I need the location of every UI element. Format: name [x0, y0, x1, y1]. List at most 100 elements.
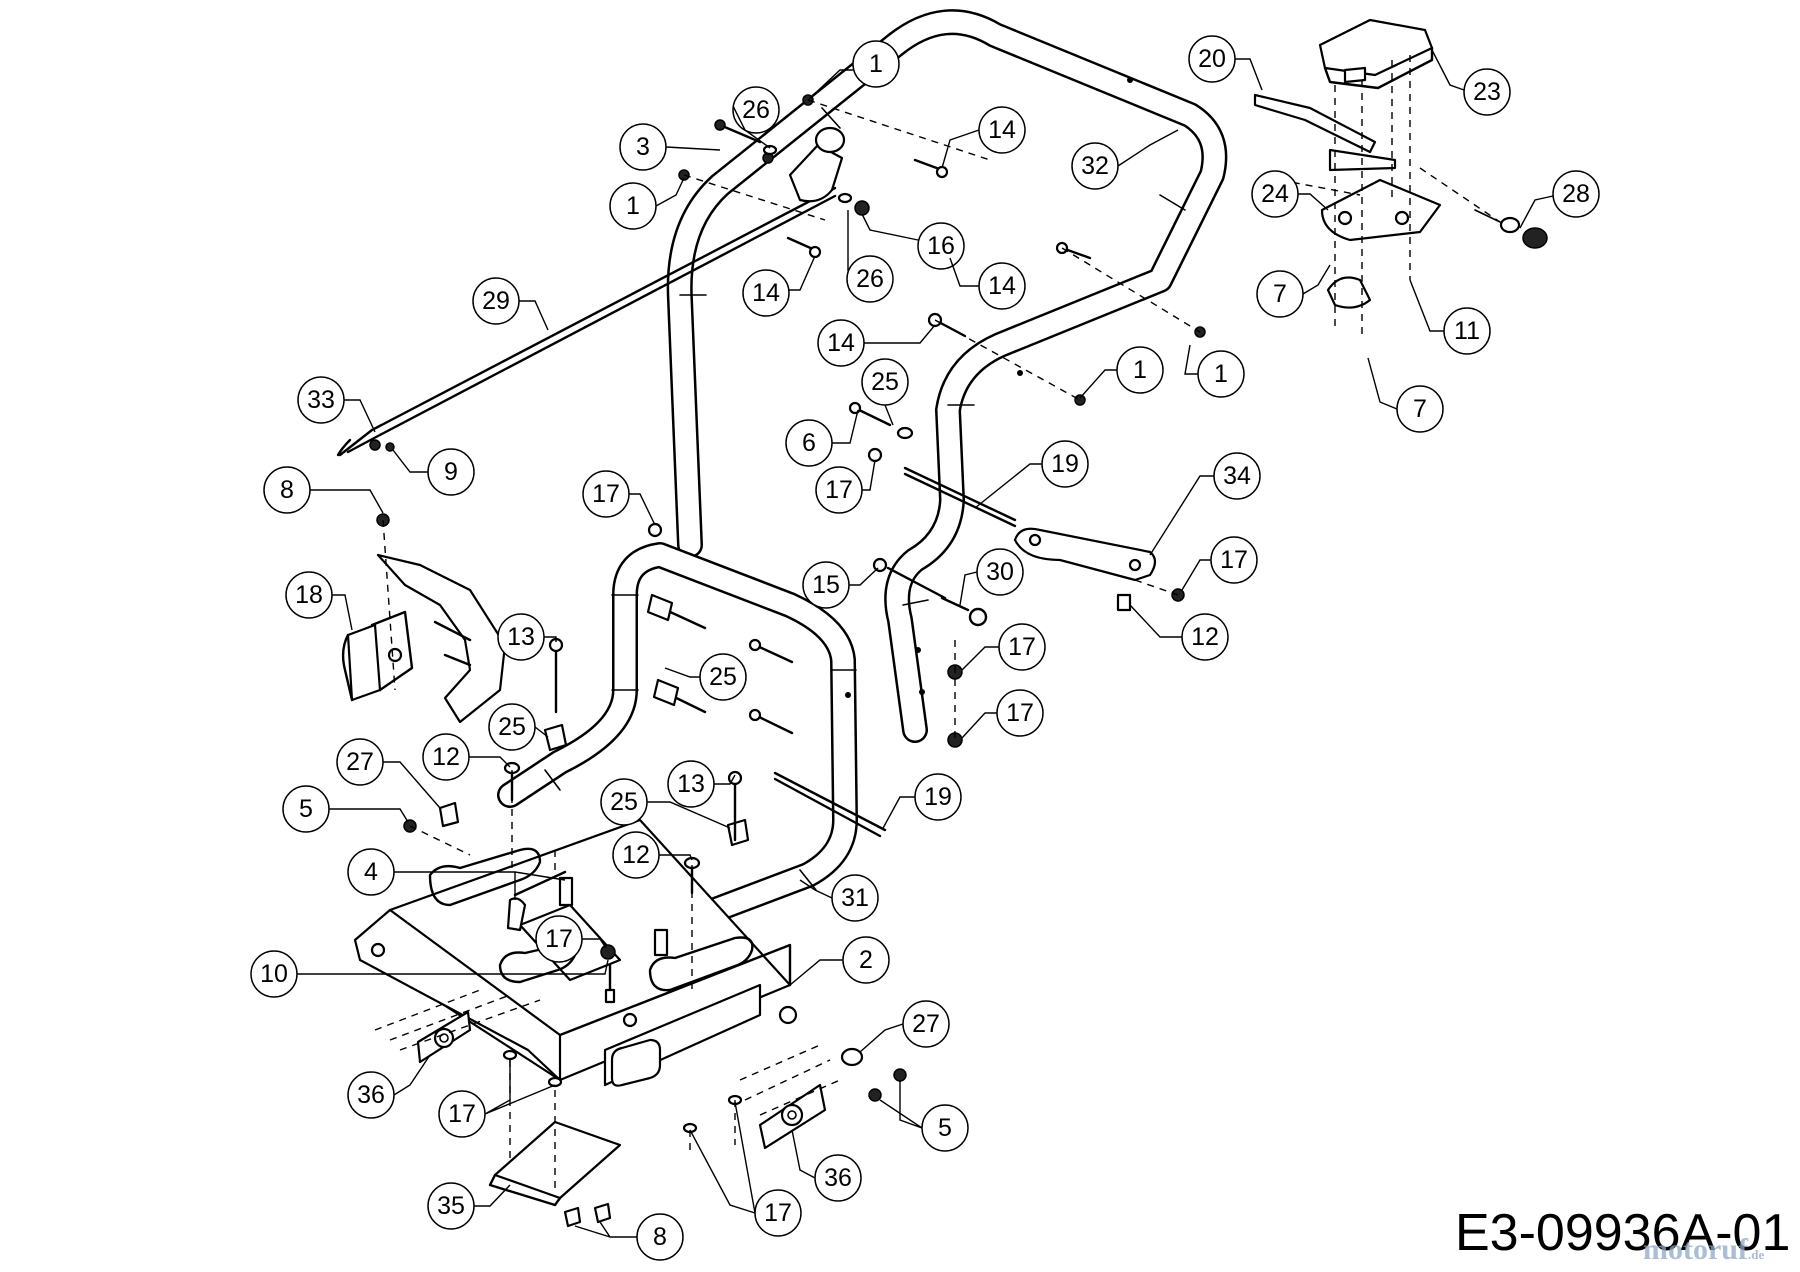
callout-8: 8: [636, 1213, 684, 1261]
svg-text:1: 1: [1214, 360, 1228, 388]
callout-18: 18: [285, 571, 333, 619]
leader-lines: [297, 49, 1554, 1238]
callout-16: 16: [917, 222, 965, 270]
callout-33: 33: [297, 376, 345, 424]
svg-text:9: 9: [444, 458, 458, 486]
callout-13: 13: [667, 760, 715, 808]
pivot-bracket: [762, 126, 846, 203]
step-plate: [488, 1120, 622, 1207]
control-cable: [336, 186, 837, 457]
callout-17: 17: [815, 466, 863, 514]
svg-text:19: 19: [924, 783, 952, 811]
svg-text:14: 14: [988, 116, 1016, 144]
callout-9: 9: [427, 448, 475, 496]
callout-36: 36: [814, 1154, 862, 1202]
svg-text:14: 14: [827, 329, 855, 357]
callout-15: 15: [802, 561, 850, 609]
callout-11: 11: [1443, 307, 1491, 355]
svg-text:1: 1: [1133, 356, 1147, 384]
svg-text:12: 12: [1191, 623, 1219, 651]
callout-3: 3: [619, 123, 667, 171]
callout-30: 30: [976, 548, 1024, 596]
svg-text:17: 17: [764, 1199, 792, 1227]
callout-34: 34: [1213, 452, 1261, 500]
callout-23: 23: [1463, 68, 1511, 116]
svg-text:5: 5: [299, 795, 313, 823]
callout-8: 8: [263, 466, 311, 514]
svg-text:17: 17: [1220, 546, 1248, 574]
svg-text:20: 20: [1198, 45, 1226, 73]
svg-text:7: 7: [1413, 395, 1427, 423]
callout-28: 28: [1552, 170, 1600, 218]
callout-6: 6: [785, 419, 833, 467]
spring-hook: [940, 596, 988, 627]
svg-text:12: 12: [432, 743, 460, 771]
svg-text:15: 15: [812, 571, 840, 599]
callout-25: 25: [861, 358, 909, 406]
callout-31: 31: [831, 874, 879, 922]
callout-14: 14: [817, 319, 865, 367]
callout-29: 29: [472, 277, 520, 325]
side-bracket-right: [758, 1083, 827, 1150]
svg-text:26: 26: [742, 96, 770, 124]
svg-text:17: 17: [592, 480, 620, 508]
callout-35: 35: [427, 1182, 475, 1230]
callout-7: 7: [1396, 385, 1444, 433]
svg-text:25: 25: [610, 788, 638, 816]
callout-17: 17: [438, 1090, 486, 1138]
callout-19: 19: [914, 773, 962, 821]
svg-text:7: 7: [1273, 280, 1287, 308]
callout-2: 2: [842, 936, 890, 984]
svg-text:25: 25: [498, 713, 526, 741]
watermark-brand: motoruf: [1643, 1233, 1748, 1266]
svg-text:4: 4: [364, 858, 378, 886]
callout-24: 24: [1251, 170, 1299, 218]
svg-text:13: 13: [677, 770, 705, 798]
control-cover: [1318, 18, 1434, 90]
callout-32: 32: [1071, 142, 1119, 190]
rod-upper: [903, 466, 1017, 528]
svg-text:17: 17: [448, 1100, 476, 1128]
callout-20: 20: [1188, 35, 1236, 83]
callout-12: 12: [1181, 613, 1229, 661]
upper-handle: [666, 9, 1228, 743]
watermark-tld: .de: [1747, 1247, 1765, 1262]
callout-7: 7: [1256, 270, 1304, 318]
svg-text:30: 30: [986, 558, 1014, 586]
svg-text:14: 14: [988, 272, 1016, 300]
callout-14: 14: [742, 269, 790, 317]
callout-1: 1: [1116, 346, 1164, 394]
callout-17: 17: [582, 470, 630, 518]
callout-27: 27: [336, 738, 384, 786]
callout-17: 17: [535, 915, 583, 963]
svg-text:17: 17: [545, 925, 573, 953]
svg-text:36: 36: [824, 1164, 852, 1192]
watermark: motoruf.de: [1643, 1235, 1764, 1265]
callout-13: 13: [497, 613, 545, 661]
control-housing: [1320, 178, 1442, 309]
callout-25: 25: [699, 653, 747, 701]
callout-10: 10: [250, 950, 298, 998]
callout-5: 5: [282, 785, 330, 833]
svg-text:6: 6: [802, 429, 816, 457]
hardware: [369, 94, 1206, 1228]
callout-4: 4: [347, 848, 395, 896]
svg-text:25: 25: [709, 663, 737, 691]
assembly-lines: [374, 55, 1501, 1190]
callout-1: 1: [609, 182, 657, 230]
rod-lower: [773, 771, 887, 838]
svg-text:8: 8: [653, 1223, 667, 1251]
callout-25: 25: [488, 703, 536, 751]
callout-12: 12: [612, 831, 660, 879]
drawing-code: E3-09936A-01: [1455, 1204, 1791, 1262]
svg-text:1: 1: [869, 50, 883, 78]
callout-19: 19: [1041, 440, 1089, 488]
svg-text:24: 24: [1261, 180, 1289, 208]
callout-14: 14: [978, 106, 1026, 154]
side-bracket-left: [416, 1010, 472, 1064]
svg-text:25: 25: [871, 368, 899, 396]
svg-text:27: 27: [912, 1010, 940, 1038]
svg-text:17: 17: [825, 476, 853, 504]
callout-14: 14: [978, 262, 1026, 310]
